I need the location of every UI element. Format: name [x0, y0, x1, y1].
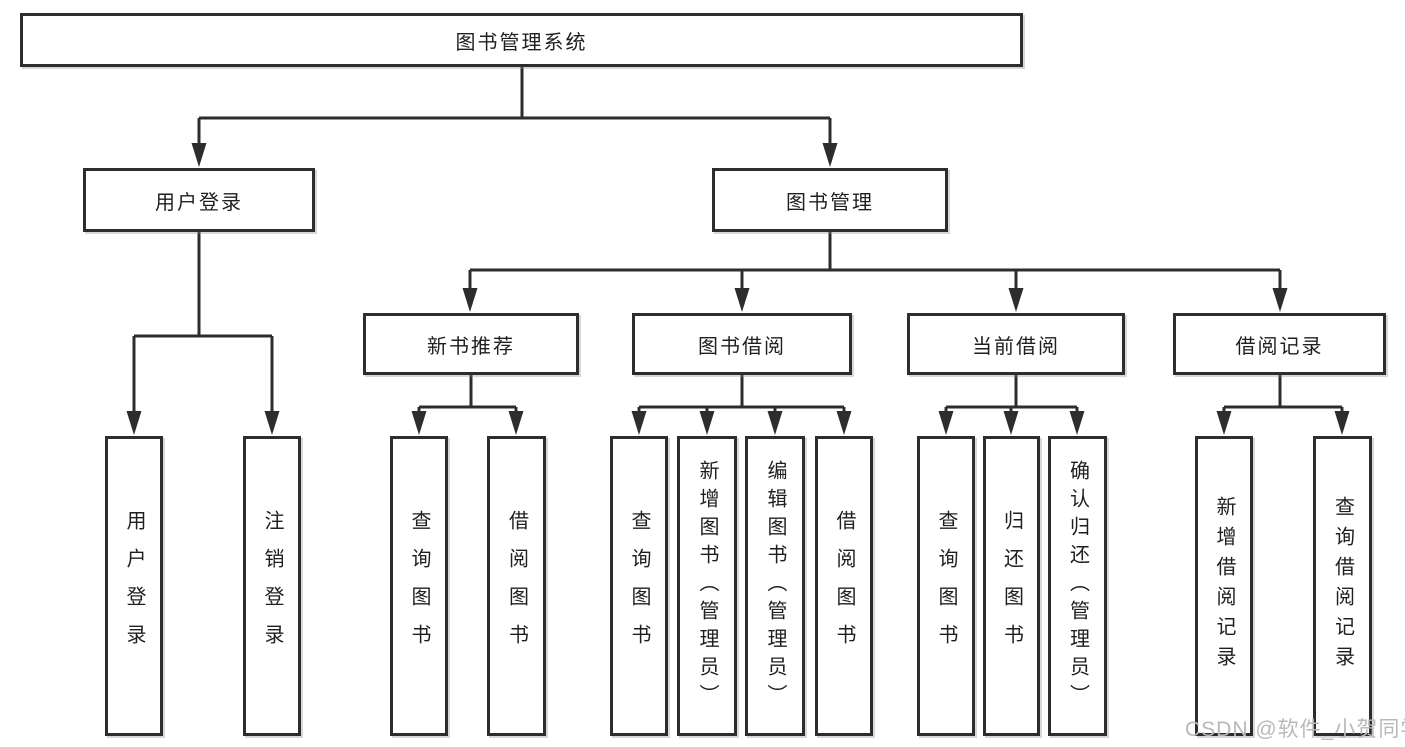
node-leaf-edit-book-admin: 编辑图书（管理员） [745, 436, 805, 736]
node-leaf-logout: 注销登录 [243, 436, 301, 736]
node-leaf-query-books-recommend: 查询图书 [390, 436, 448, 736]
node-user-login-branch: 用户登录 [83, 168, 315, 232]
node-label: 归还图书 [1000, 510, 1023, 662]
node-current-borrowing: 当前借阅 [907, 313, 1125, 375]
node-leaf-return-book: 归还图书 [983, 436, 1040, 736]
node-label: 用户登录 [123, 510, 145, 662]
node-leaf-add-book-admin: 新增图书（管理员） [677, 436, 737, 736]
node-label: 编辑图书（管理员） [764, 460, 786, 712]
node-leaf-query-books-borrowing: 查询图书 [610, 436, 668, 736]
node-label: 当前借阅 [972, 335, 1060, 358]
node-label: 借阅图书 [505, 510, 528, 662]
node-label: 注销登录 [261, 510, 283, 662]
node-new-book-recommend: 新书推荐 [363, 313, 579, 375]
node-label: 查询借阅记录 [1331, 496, 1354, 676]
node-leaf-borrow-books-borrowing: 借阅图书 [815, 436, 873, 736]
node-leaf-query-books-current: 查询图书 [917, 436, 975, 736]
node-leaf-add-borrow-record: 新增借阅记录 [1195, 436, 1253, 736]
node-label: 图书借阅 [698, 335, 786, 358]
node-label: 查询图书 [935, 510, 957, 662]
node-label: 新书推荐 [427, 335, 515, 358]
node-label: 图书管理系统 [455, 31, 588, 54]
node-leaf-query-borrow-record: 查询借阅记录 [1313, 436, 1372, 736]
node-label: 借阅记录 [1235, 335, 1324, 358]
node-leaf-borrow-books-recommend: 借阅图书 [487, 436, 546, 736]
csdn-watermark: CSDN @软件_小贺同学 [1185, 718, 1405, 741]
node-leaf-user-login: 用户登录 [105, 436, 163, 736]
node-label: 查询图书 [628, 510, 650, 662]
node-label: 新增借阅记录 [1213, 496, 1235, 676]
node-label: 用户登录 [155, 191, 243, 214]
node-label: 查询图书 [408, 510, 430, 662]
node-label: 确认归还（管理员） [1066, 460, 1089, 712]
node-label: 借阅图书 [833, 510, 855, 662]
node-borrowing-records: 借阅记录 [1173, 313, 1386, 375]
node-label: 新增图书（管理员） [696, 460, 718, 712]
node-label: 图书管理 [786, 191, 874, 214]
node-root-library-system: 图书管理系统 [20, 13, 1023, 67]
node-leaf-confirm-return-admin: 确认归还（管理员） [1048, 436, 1107, 736]
node-book-borrowing: 图书借阅 [632, 313, 852, 375]
node-book-management-branch: 图书管理 [712, 168, 948, 232]
